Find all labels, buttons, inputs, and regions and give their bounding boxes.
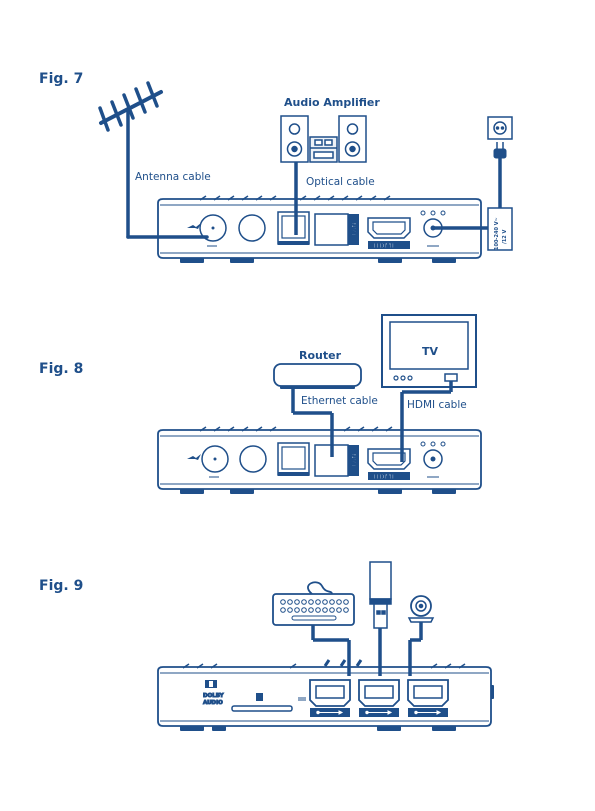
lan-port-label-fig8: LAN — [351, 454, 358, 468]
power-voltage-label-2: /12 V — [502, 229, 508, 244]
audio-amplifier-label: Audio Amplifier — [284, 96, 380, 109]
card-slot — [232, 706, 292, 711]
dolby-logo-icon: DOLBY AUDIO — [203, 680, 225, 706]
power-voltage-label-1: 100-240 V~ — [494, 217, 500, 250]
hdmi-port-label-fig8: HDMI — [373, 473, 394, 481]
keyboard-icon — [273, 582, 354, 625]
receiver-box-fig8: LAN HDMI — [158, 427, 481, 494]
fig9-diagram: DOLBY AUDIO — [158, 562, 494, 731]
dolby-label-1: DOLBY — [203, 693, 225, 699]
dolby-label-2: AUDIO — [203, 700, 223, 706]
receiver-box-fig7: LAN HDMI — [158, 196, 481, 263]
usb-port-1 — [310, 680, 350, 717]
power-plug-icon — [494, 142, 506, 208]
usb-port-3 — [408, 680, 448, 717]
fig8-diagram: Router Ethernet cable TV HDMI cable — [158, 315, 481, 494]
antenna-cable-label: Antenna cable — [135, 171, 211, 183]
speaker-icon-right — [339, 116, 366, 162]
speaker-icon — [281, 116, 308, 162]
router-label: Router — [299, 349, 342, 362]
tv-label: TV — [422, 345, 439, 358]
usb-port-2 — [359, 680, 399, 717]
webcam-icon — [409, 596, 433, 622]
ethernet-cable-label: Ethernet cable — [301, 395, 378, 407]
lan-port-label: LAN — [351, 223, 358, 237]
card-icon — [256, 693, 263, 701]
hdmi-port-label: HDMI — [373, 242, 394, 250]
receiver-box-fig9: DOLBY AUDIO — [158, 660, 494, 731]
power-adapter: 100-240 V~ /12 V — [488, 208, 512, 250]
usb-stick-icon — [370, 562, 391, 628]
antenna-icon — [100, 83, 207, 237]
hdmi-cable-label: HDMI cable — [407, 399, 467, 411]
amplifier-unit — [310, 137, 337, 162]
fig7-diagram: Antenna cable Audio Amplifier Optical ca… — [100, 83, 512, 263]
router-icon — [274, 364, 361, 389]
wall-socket-icon — [488, 117, 512, 139]
optical-cable-label: Optical cable — [306, 176, 375, 188]
